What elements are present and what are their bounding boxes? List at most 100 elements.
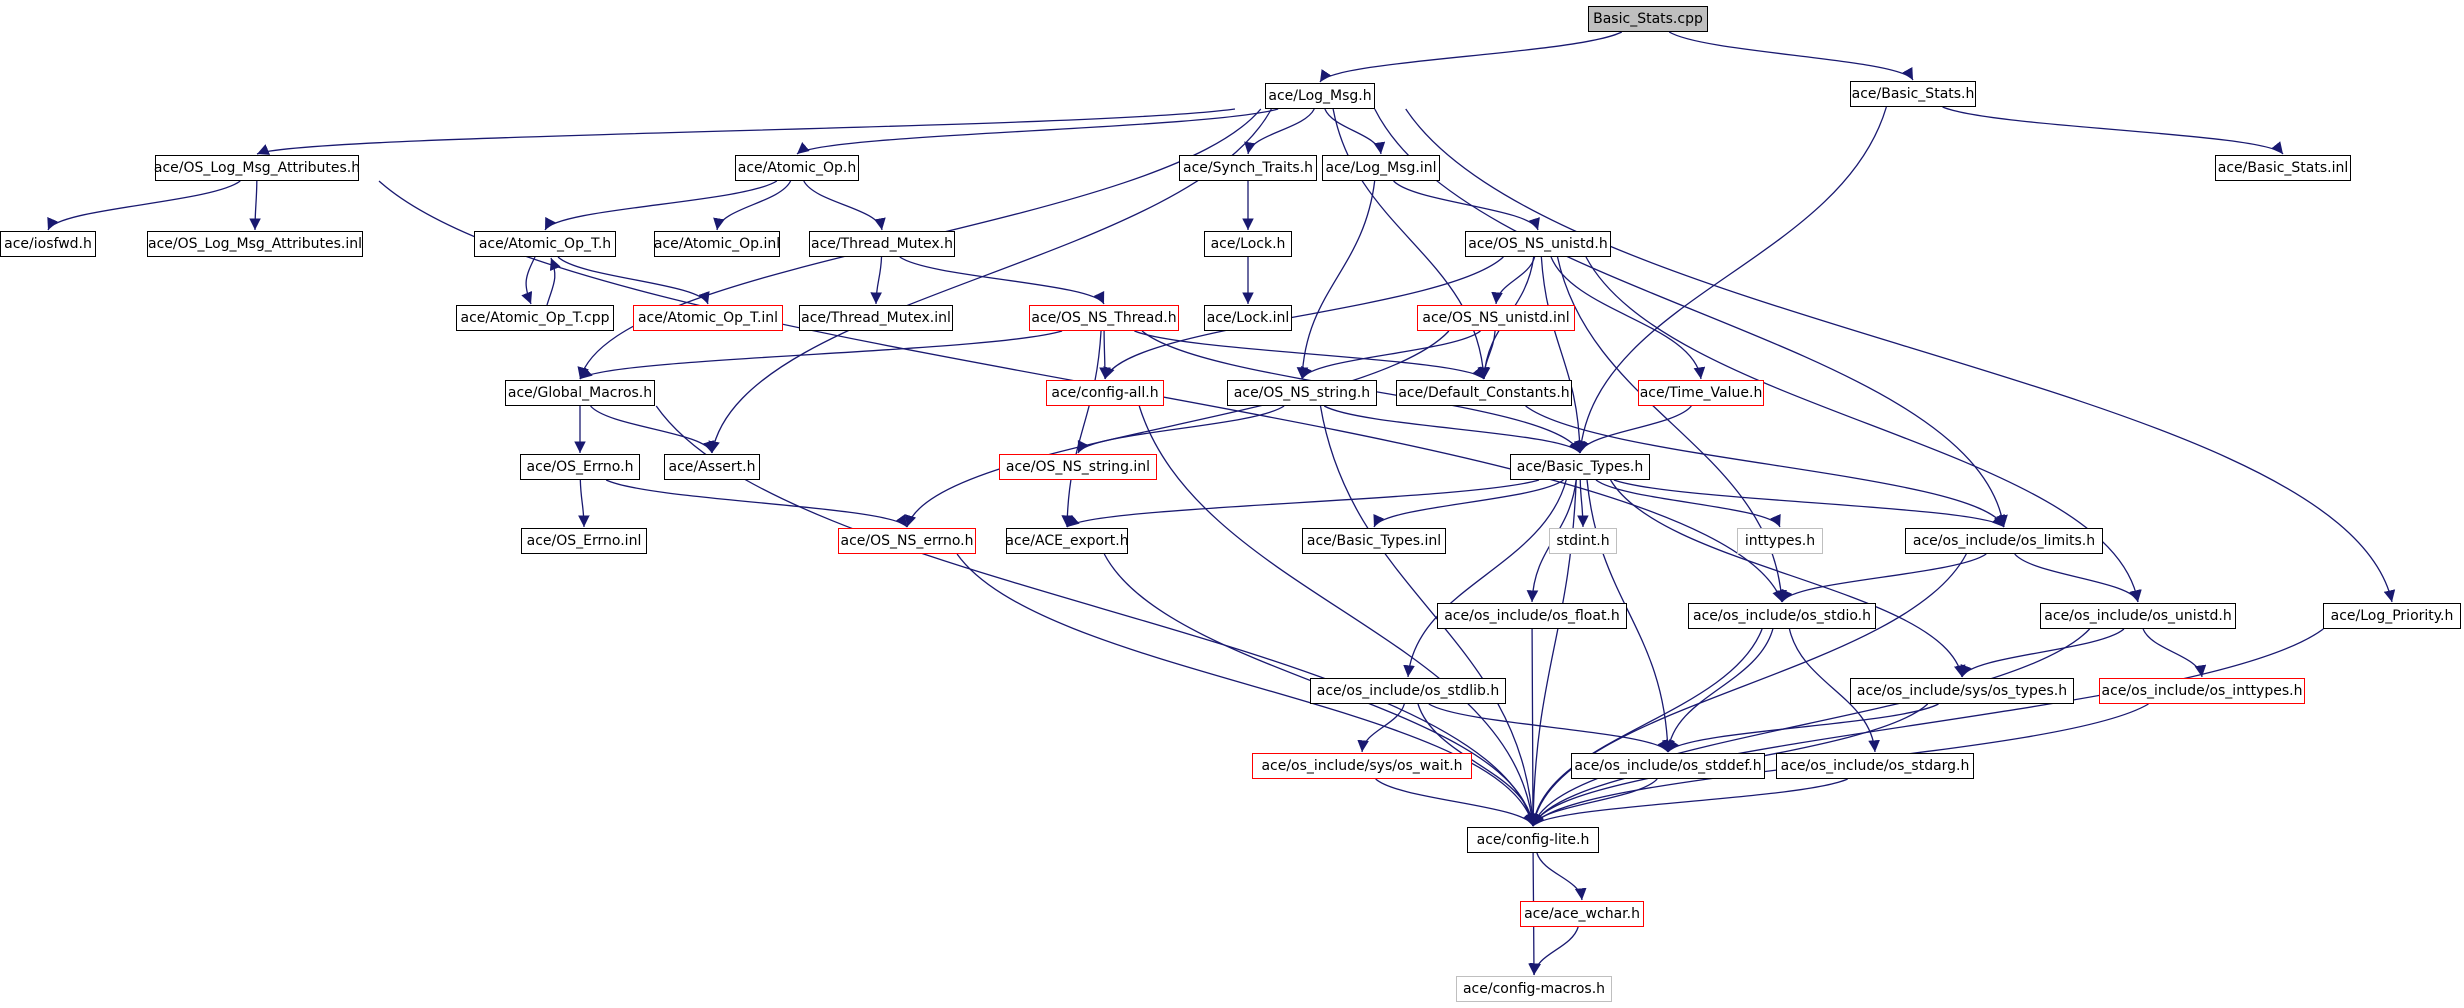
edge-log-msg-h-to-os-limits-h	[1374, 108, 2008, 528]
edge-os-ns-unistd-h-to-time-value-h	[1550, 256, 1706, 380]
node-basic-stats-inl[interactable]: ace/Basic_Stats.inl	[2215, 155, 2351, 181]
node-os-ns-unistd-h[interactable]: ace/OS_NS_unistd.h	[1465, 231, 1611, 257]
edge-os-stdlib-h-to-os-stddef-h	[1428, 703, 1669, 753]
edge-log-msg-h-to-os-log-msg-attr-h	[256, 108, 1236, 156]
edge-os-ns-string-h-to-config-lite-h	[1319, 405, 1539, 827]
edge-os-errno-h-to-os-ns-errno-h	[605, 479, 908, 528]
node-os-stdarg-h[interactable]: ace/os_include/os_stdarg.h	[1776, 753, 1974, 779]
node-atomic-op-t-inl[interactable]: ace/Atomic_Op_T.inl	[633, 305, 783, 331]
node-global-macros-h[interactable]: ace/Global_Macros.h	[505, 380, 655, 406]
edge-os-stdio-h-to-os-stdarg-h	[1788, 628, 1880, 753]
edge-os-ns-thread-h-to-default-constants-h	[1134, 330, 1485, 380]
node-log-priority-h[interactable]: ace/Log_Priority.h	[2323, 603, 2461, 629]
edge-atomic-op-t-h-to-atomic-op-t-inl	[557, 256, 710, 305]
edge-atomic-op-t-h-to-atomic-op-t-cpp	[521, 256, 536, 305]
edge-os-errno-h-to-os-errno-inl	[578, 479, 590, 528]
edge-basic-stats-h-to-basic-types-h	[1575, 106, 1887, 454]
node-os-ns-unistd-inl[interactable]: ace/OS_NS_unistd.inl	[1417, 305, 1575, 331]
node-os-stdio-h[interactable]: ace/os_include/os_stdio.h	[1688, 603, 1876, 629]
node-config-macros-h[interactable]: ace/config-macros.h	[1456, 976, 1612, 1002]
node-os-ns-thread-h[interactable]: ace/OS_NS_Thread.h	[1029, 305, 1179, 331]
edge-os-ns-errno-h-to-config-lite-h	[956, 553, 1536, 827]
edge-os-limits-h-to-config-lite-h	[1529, 553, 1967, 827]
node-ace-export-h[interactable]: ace/ACE_export.h	[1005, 528, 1129, 554]
edge-config-all-h-to-config-lite-h	[1138, 405, 1538, 827]
edge-atomic-op-h-to-atomic-op-t-h	[544, 180, 778, 231]
edge-log-msg-inl-to-os-ns-unistd-h	[1393, 180, 1540, 231]
edge-os-ns-thread-h-to-basic-types-h	[1141, 330, 1582, 454]
edge-atomic-op-h-to-atomic-op-inl	[713, 180, 792, 231]
edge-config-lite-h-to-ace-wchar-h	[1536, 852, 1587, 901]
node-os-float-h[interactable]: ace/os_include/os_float.h	[1437, 603, 1627, 629]
edge-log-msg-inl-to-os-ns-string-h	[1296, 180, 1376, 380]
edge-basic-stats-cpp-to-basic-stats-h	[1668, 31, 1914, 81]
node-os-ns-string-h[interactable]: ace/OS_NS_string.h	[1227, 380, 1377, 406]
node-lock-inl[interactable]: ace/Lock.inl	[1204, 305, 1292, 331]
edge-log-msg-h-to-default-constants-h	[1332, 108, 1490, 380]
node-atomic-op-t-cpp[interactable]: ace/Atomic_Op_T.cpp	[456, 305, 614, 331]
node-os-stdlib-h[interactable]: ace/os_include/os_stdlib.h	[1310, 678, 1506, 704]
edge-os-unistd-h-to-os-inttypes-h	[2142, 628, 2207, 678]
edge-os-ns-thread-h-to-config-all-h	[1099, 330, 1111, 380]
node-stdint-h[interactable]: stdint.h	[1549, 528, 1617, 554]
edge-sys-os-types-h-to-os-stddef-h	[1667, 703, 1939, 753]
node-basic-stats-cpp[interactable]: Basic_Stats.cpp	[1588, 6, 1708, 32]
edge-basic-types-h-to-sys-os-types-h	[1610, 479, 1966, 678]
node-os-errno-h[interactable]: ace/OS_Errno.h	[520, 454, 640, 480]
node-os-log-msg-attr-inl[interactable]: ace/OS_Log_Msg_Attributes.inl	[147, 231, 363, 257]
node-atomic-op-inl[interactable]: ace/Atomic_Op.inl	[654, 231, 780, 257]
node-os-log-msg-attr-h[interactable]: ace/OS_Log_Msg_Attributes.h	[154, 155, 360, 181]
node-os-ns-string-inl[interactable]: ace/OS_NS_string.inl	[999, 454, 1157, 480]
edge-ace-wchar-h-to-config-macros-h	[1529, 926, 1579, 976]
node-config-all-h[interactable]: ace/config-all.h	[1046, 380, 1164, 406]
node-atomic-op-t-h[interactable]: ace/Atomic_Op_T.h	[474, 231, 616, 257]
edge-default-constants-h-to-os-limits-h	[1525, 405, 2005, 528]
node-basic-types-h[interactable]: ace/Basic_Types.h	[1510, 454, 1650, 480]
edge-atomic-op-h-to-thread-mutex-h	[803, 180, 886, 231]
edge-os-stdio-h-to-os-stddef-h	[1663, 628, 1774, 753]
edge-basic-stats-h-to-basic-stats-inl	[1942, 106, 2284, 155]
node-thread-mutex-inl[interactable]: ace/Thread_Mutex.inl	[799, 305, 953, 331]
edge-global-macros-h-to-assert-h	[590, 405, 715, 454]
node-log-msg-inl[interactable]: ace/Log_Msg.inl	[1322, 155, 1440, 181]
node-os-unistd-h[interactable]: ace/os_include/os_unistd.h	[2040, 603, 2236, 629]
node-log-msg-h[interactable]: ace/Log_Msg.h	[1265, 83, 1375, 109]
node-atomic-op-h[interactable]: ace/Atomic_Op.h	[735, 155, 859, 181]
edge-os-ns-unistd-inl-to-default-constants-h	[1478, 330, 1496, 380]
edge-basic-types-h-to-stdint-h	[1577, 479, 1589, 528]
node-os-stddef-h[interactable]: ace/os_include/os_stddef.h	[1571, 753, 1765, 779]
node-synch-traits-h[interactable]: ace/Synch_Traits.h	[1179, 155, 1317, 181]
node-basic-types-inl[interactable]: ace/Basic_Types.inl	[1302, 528, 1446, 554]
node-sys-os-types-h[interactable]: ace/os_include/sys/os_types.h	[1850, 678, 2074, 704]
edge-os-ns-unistd-inl-to-os-ns-string-h	[1301, 330, 1481, 380]
node-ace-wchar-h[interactable]: ace/ace_wchar.h	[1520, 901, 1644, 927]
edge-basic-types-h-to-os-stdlib-h	[1403, 479, 1567, 678]
node-iosfwd-h[interactable]: ace/iosfwd.h	[0, 231, 96, 257]
edge-basic-types-h-to-inttypes-h	[1595, 479, 1781, 528]
edge-os-log-msg-attr-h-to-os-log-msg-attr-inl	[249, 180, 261, 231]
node-config-lite-h[interactable]: ace/config-lite.h	[1467, 827, 1599, 853]
node-assert-h[interactable]: ace/Assert.h	[664, 454, 760, 480]
node-os-ns-errno-h[interactable]: ace/OS_NS_errno.h	[838, 528, 976, 554]
node-os-errno-inl[interactable]: ace/OS_Errno.inl	[521, 528, 647, 554]
edge-os-ns-unistd-h-to-os-unistd-h	[1585, 256, 2142, 603]
edge-os-ns-unistd-h-to-os-ns-unistd-inl	[1491, 256, 1536, 305]
node-inttypes-h[interactable]: inttypes.h	[1737, 528, 1823, 554]
edge-sys-os-wait-h-to-config-lite-h	[1375, 778, 1535, 827]
edge-os-log-msg-attr-h-to-iosfwd-h	[47, 180, 241, 231]
edge-basic-types-h-to-ace-export-h	[1066, 479, 1540, 528]
node-lock-h[interactable]: ace/Lock.h	[1204, 231, 1292, 257]
edge-log-msg-h-to-synch-traits-h	[1244, 108, 1315, 155]
edge-os-ns-unistd-inl-to-os-ns-errno-h	[904, 330, 1450, 528]
node-os-inttypes-h[interactable]: ace/os_include/os_inttypes.h	[2099, 678, 2305, 704]
node-basic-stats-h[interactable]: ace/Basic_Stats.h	[1850, 81, 1976, 107]
node-default-constants-h[interactable]: ace/Default_Constants.h	[1396, 380, 1572, 406]
edge-log-msg-h-to-atomic-op-h	[796, 108, 1279, 155]
edge-os-stdio-h-to-config-lite-h	[1528, 628, 1763, 827]
edge-time-value-h-to-basic-types-h	[1577, 405, 1692, 454]
node-time-value-h[interactable]: ace/Time_Value.h	[1638, 380, 1764, 406]
node-sys-os-wait-h[interactable]: ace/os_include/sys/os_wait.h	[1252, 753, 1472, 779]
node-thread-mutex-h[interactable]: ace/Thread_Mutex.h	[809, 231, 955, 257]
node-os-limits-h[interactable]: ace/os_include/os_limits.h	[1905, 528, 2103, 554]
